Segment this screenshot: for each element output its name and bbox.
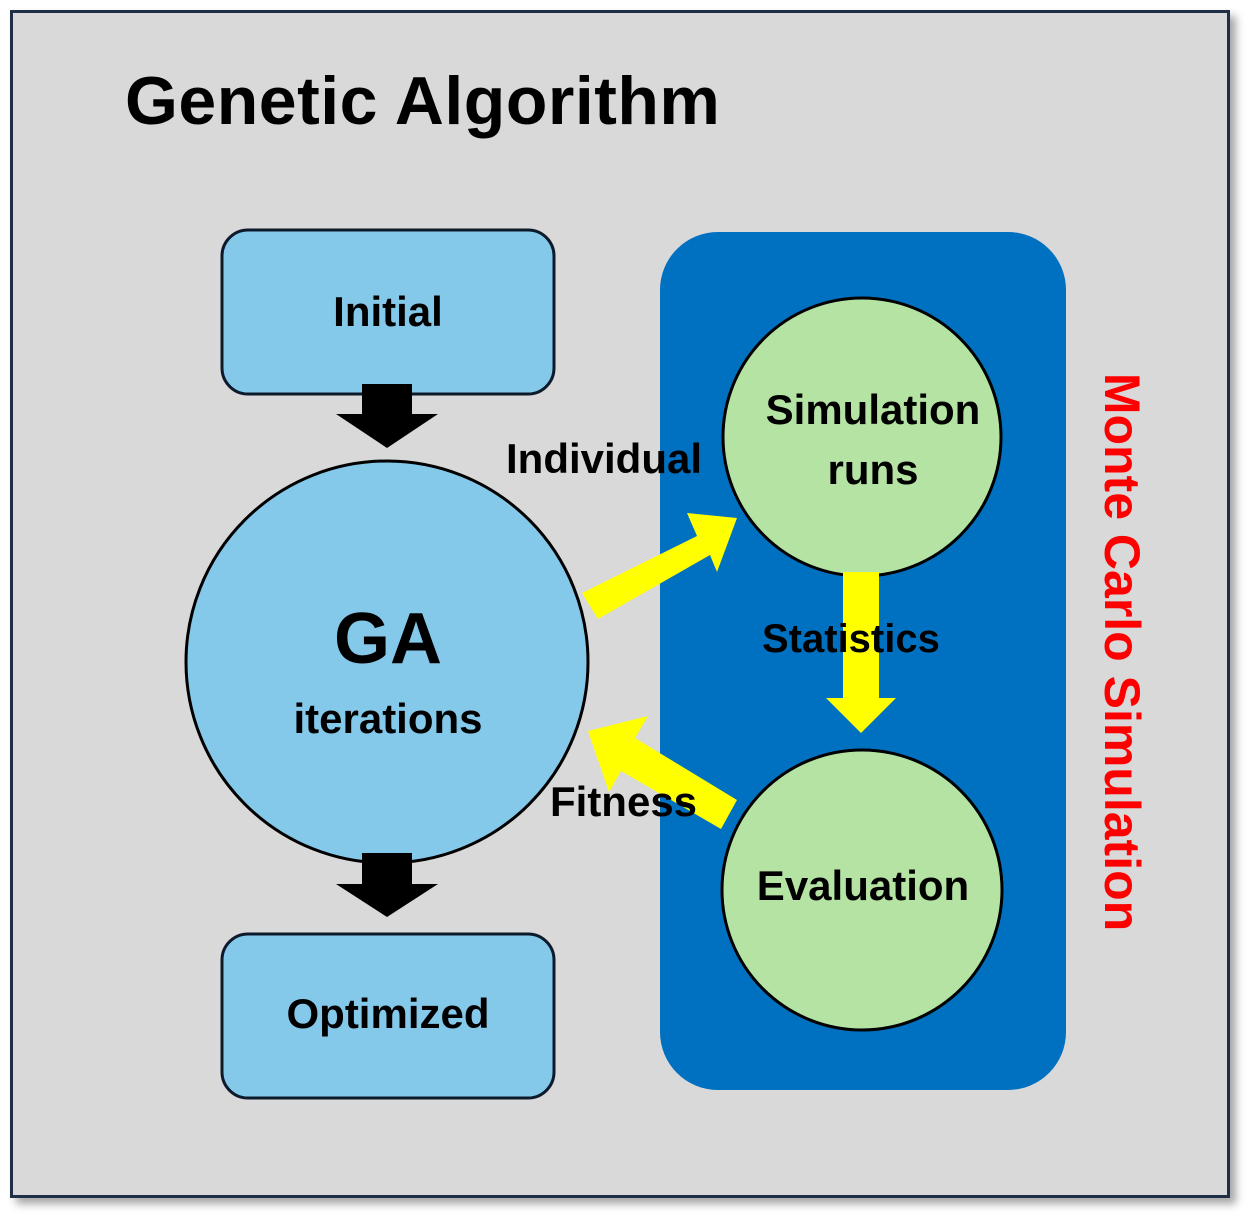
arrow-statistics <box>826 572 896 733</box>
statistics-edge-label: Statistics <box>762 617 940 661</box>
optimized-label: Optimized <box>286 990 490 1037</box>
arrow-initial-to-ga <box>336 384 438 448</box>
individual-edge-label: Individual <box>506 435 703 482</box>
fitness-edge-label: Fitness <box>550 778 698 825</box>
arrow-individual <box>582 513 737 619</box>
evaluation-label: Evaluation <box>756 862 970 909</box>
simulation-circle <box>721 296 1003 578</box>
page-title: Genetic Algorithm <box>125 63 721 139</box>
simulation-runs-label: runs <box>827 446 919 493</box>
arrow-fitness <box>588 716 737 829</box>
monte-carlo-label: Monte Carlo Simulation <box>1094 372 1150 932</box>
ga-iterations-label: iterations <box>293 695 483 742</box>
optimized-box <box>220 932 556 1100</box>
initial-label: Initial <box>333 288 443 335</box>
ga-label: GA <box>334 599 442 679</box>
evaluation-circle <box>720 748 1004 1032</box>
arrow-ga-to-optimized <box>336 853 438 917</box>
simulation-label: Simulation <box>765 386 981 433</box>
